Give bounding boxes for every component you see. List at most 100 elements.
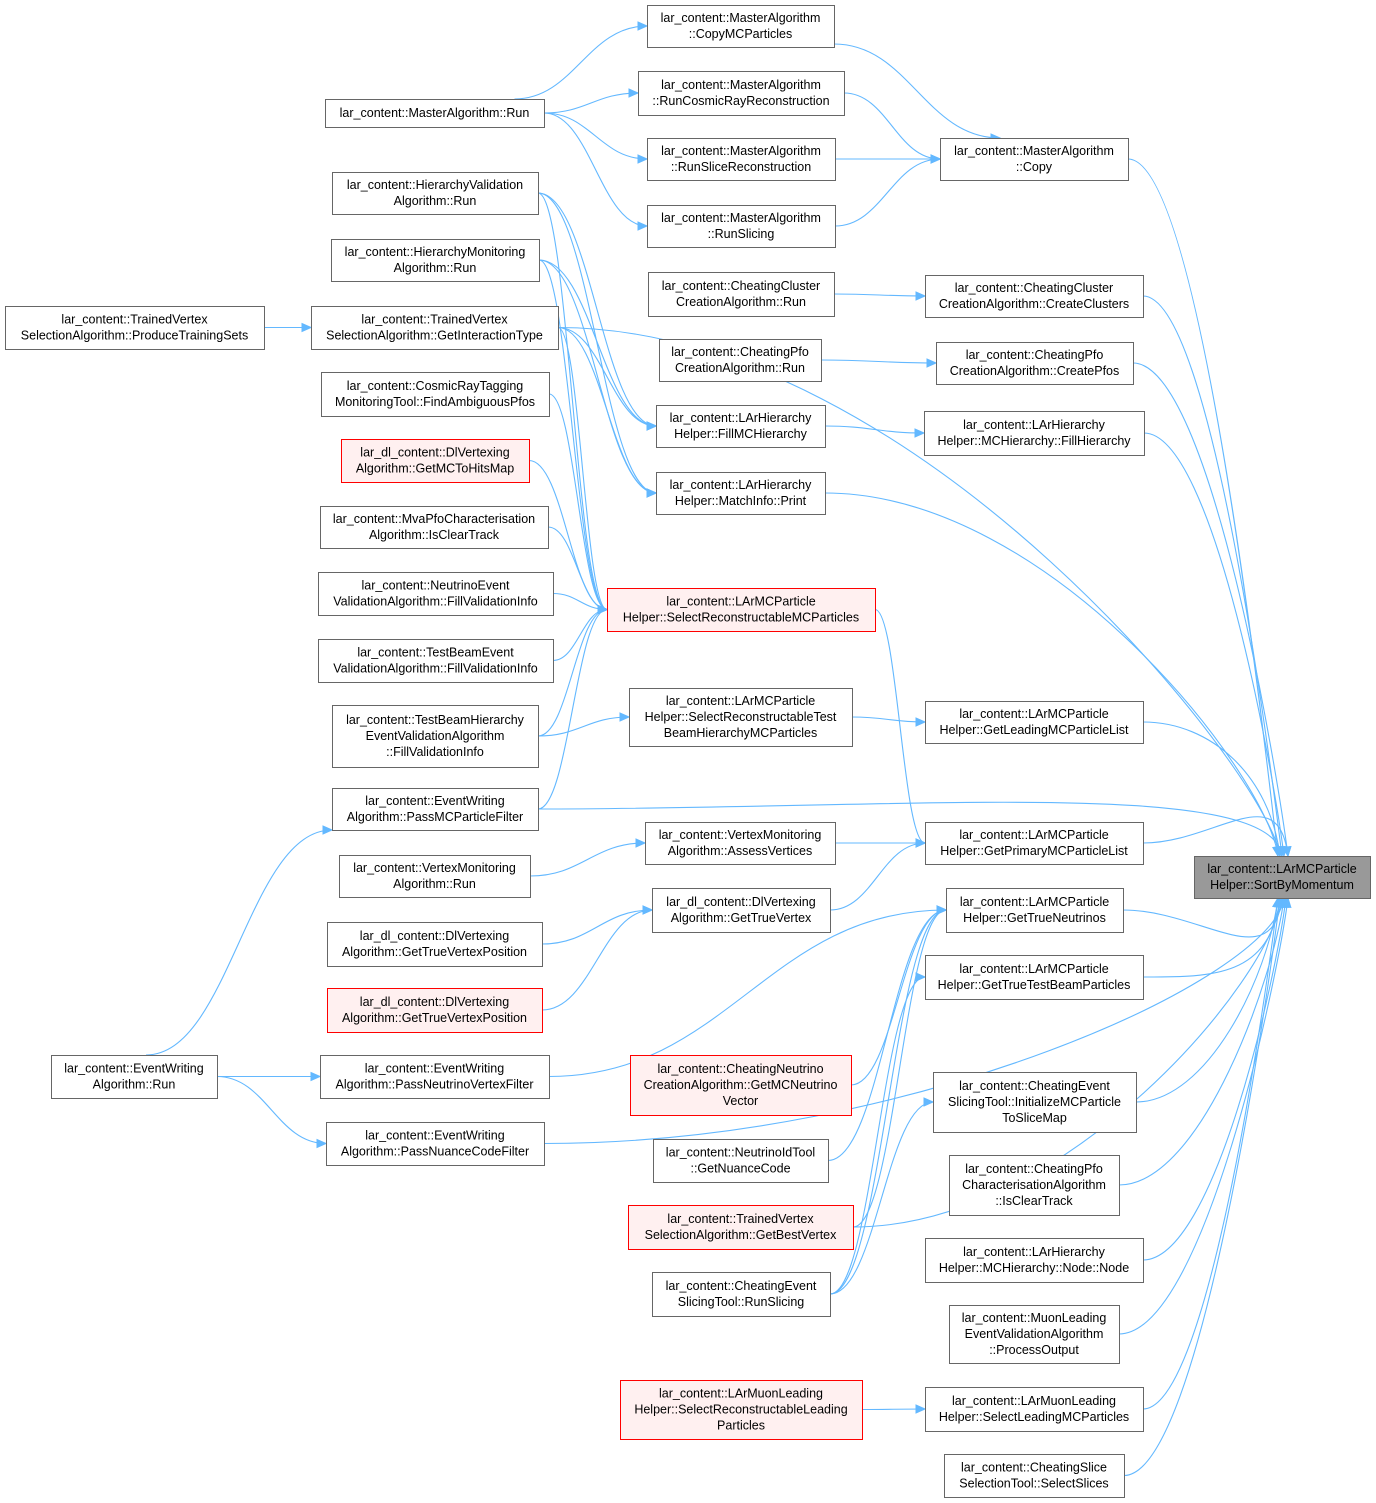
node-box [925, 1238, 1144, 1283]
node-dltvpos2[interactable]: lar_dl_content::DlVertexingAlgorithm::Ge… [327, 988, 543, 1033]
node-label-line: Algorithm::Run [393, 877, 476, 891]
node-cnget[interactable]: lar_content::CheatingNeutrinoCreationAlg… [630, 1055, 852, 1116]
node-cpclear[interactable]: lar_content::CheatingPfoCharacterisation… [949, 1155, 1120, 1216]
node-mchnode[interactable]: lar_content::LArHierarchyHelper::MCHiera… [925, 1238, 1144, 1283]
node-box [925, 701, 1144, 744]
node-label-line: lar_content::CheatingSlice [961, 1461, 1107, 1475]
node-nidget[interactable]: lar_content::NeutrinoIdTool::GetNuanceCo… [653, 1139, 829, 1183]
node-label-line: lar_content::LArMuonLeading [659, 1387, 823, 1401]
node-mrun[interactable]: lar_content::MasterAlgorithm::Run [325, 99, 545, 128]
node-runslicereco[interactable]: lar_content::MasterAlgorithm::RunSliceRe… [647, 138, 836, 181]
node-mvaclear[interactable]: lar_content::MvaPfoCharacterisationAlgor… [320, 506, 549, 549]
node-tvgetint[interactable]: lar_content::TrainedVertexSelectionAlgor… [311, 306, 559, 350]
node-fillmch[interactable]: lar_content::LArHierarchyHelper::FillMCH… [656, 405, 826, 448]
node-box [933, 1072, 1137, 1133]
node-copymcp[interactable]: lar_content::MasterAlgorithm::CopyMCPart… [647, 5, 835, 48]
node-runcosmic[interactable]: lar_content::MasterAlgorithm::RunCosmicR… [638, 71, 845, 116]
node-label-line: Algorithm::Run [93, 1078, 176, 1092]
node-selrecon[interactable]: lar_content::LArMCParticleHelper::Select… [607, 588, 876, 632]
node-label-line: lar_content::CheatingCluster [955, 281, 1113, 295]
node-ewpassmc[interactable]: lar_content::EventWritingAlgorithm::Pass… [332, 788, 539, 831]
node-tbevfill[interactable]: lar_content::TestBeamEventValidationAlgo… [318, 639, 554, 683]
arrowhead-dltvpos2-to-dlgettrue [642, 905, 654, 915]
node-dltvpos1[interactable]: lar_dl_content::DlVertexingAlgorithm::Ge… [327, 922, 543, 967]
edge-tvbest-to-target [852, 897, 1283, 1228]
edge-hvrun-to-mipint [537, 192, 657, 494]
node-nevfill[interactable]: lar_content::NeutrinoEventValidationAlgo… [318, 572, 554, 616]
arrowhead-tvgetint-to-selrecon [597, 604, 609, 615]
edge-cpcreate-to-target [1132, 362, 1289, 857]
node-dlgettrue[interactable]: lar_dl_content::DlVertexingAlgorithm::Ge… [652, 888, 831, 933]
node-getprimary[interactable]: lar_content::LArMCParticleHelper::GetPri… [925, 822, 1144, 865]
node-hmrun[interactable]: lar_content::HierarchyMonitoringAlgorith… [331, 239, 540, 282]
node-label-line: Algorithm::PassNuanceCodeFilter [341, 1145, 529, 1159]
node-cccreate[interactable]: lar_content::CheatingClusterCreationAlgo… [925, 275, 1144, 318]
node-tbhfill[interactable]: lar_content::TestBeamHierarchyEventValid… [332, 705, 539, 768]
node-ewpassnu[interactable]: lar_content::EventWritingAlgorithm::Pass… [326, 1122, 545, 1166]
node-ccrun[interactable]: lar_content::CheatingClusterCreationAlgo… [648, 272, 835, 317]
edge-mrun-to-copymcp [514, 25, 648, 100]
edge-csssel-to-target [1123, 897, 1281, 1477]
edge-hvrun-to-selrecon [537, 192, 608, 611]
node-lmlselmc[interactable]: lar_content::LArMuonLeadingHelper::Selec… [925, 1387, 1144, 1432]
arrowhead-tbhfill-to-selrecontb [619, 712, 631, 722]
node-dlgetmc[interactable]: lar_dl_content::DlVertexingAlgorithm::Ge… [341, 439, 530, 483]
node-label-line: lar_content::LArMCParticle [666, 694, 815, 708]
node-label-line: SelectionAlgorithm::GetBestVertex [645, 1228, 838, 1242]
node-cesinit[interactable]: lar_content::CheatingEventSlicingTool::I… [933, 1072, 1137, 1133]
node-cpcreate[interactable]: lar_content::CheatingPfoCreationAlgorith… [936, 342, 1134, 385]
node-label-line: lar_content::MasterAlgorithm [661, 144, 821, 158]
node-label-line: lar_content::CheatingEvent [666, 1279, 817, 1293]
node-box [652, 888, 831, 933]
node-box [647, 138, 836, 181]
node-mlproc[interactable]: lar_content::MuonLeadingEventValidationA… [949, 1305, 1120, 1364]
node-box [647, 5, 835, 48]
arrowhead-vmrun-to-vmassess [635, 838, 647, 848]
node-box [936, 342, 1134, 385]
node-mipint[interactable]: lar_content::LArHierarchyHelper::MatchIn… [656, 472, 826, 515]
node-fillhier[interactable]: lar_content::LArHierarchyHelper::MCHiera… [924, 411, 1145, 456]
node-box [318, 572, 554, 616]
node-label-line: Helper::SelectReconstructableMCParticles [623, 611, 859, 625]
node-selrecontb[interactable]: lar_content::LArMCParticleHelper::Select… [629, 688, 853, 747]
node-label-line: Algorithm::AssessVertices [668, 844, 813, 858]
edge-crtfind-to-selrecon [548, 393, 608, 611]
node-runslicing[interactable]: lar_content::MasterAlgorithm::RunSlicing [647, 205, 836, 248]
arrowhead-ewrun-to-ewpassnu [316, 1138, 328, 1149]
node-getleading[interactable]: lar_content::LArMCParticleHelper::GetLea… [925, 701, 1144, 744]
node-ewpassnv[interactable]: lar_content::EventWritingAlgorithm::Pass… [320, 1055, 550, 1099]
edge-mrun-to-runslicing [543, 112, 648, 227]
node-label-line: Algorithm::Run [394, 194, 477, 208]
node-cesrun[interactable]: lar_content::CheatingEventSlicingTool::R… [652, 1272, 831, 1317]
node-box [326, 1122, 545, 1166]
node-tvbest[interactable]: lar_content::TrainedVertexSelectionAlgor… [628, 1205, 854, 1250]
node-label-line: ::GetNuanceCode [690, 1162, 790, 1176]
node-box [924, 411, 1145, 456]
node-copy[interactable]: lar_content::MasterAlgorithm::Copy [940, 138, 1129, 181]
node-vmassess[interactable]: lar_content::VertexMonitoringAlgorithm::… [645, 822, 836, 865]
arrowhead-dlgettrue-to-getprimary [915, 838, 927, 848]
node-cprun[interactable]: lar_content::CheatingPfoCreationAlgorith… [659, 339, 822, 382]
node-label-line: lar_content::NeutrinoIdTool [666, 1146, 815, 1160]
node-target[interactable]: lar_content::LArMCParticleHelper::SortBy… [1194, 856, 1371, 899]
node-label-line: lar_content::TestBeamEvent [357, 646, 514, 660]
node-crtfind[interactable]: lar_content::CosmicRayTaggingMonitoringT… [321, 372, 550, 417]
arrowhead-cesrun-to-cesinit [923, 1097, 935, 1107]
node-csssel[interactable]: lar_content::CheatingSliceSelectionTool:… [944, 1454, 1125, 1498]
edge-tbhfill-to-selrecontb [537, 716, 630, 737]
node-box [331, 239, 540, 282]
node-label-line: ::IsClearTrack [995, 1194, 1073, 1208]
node-lmlsel[interactable]: lar_content::LArMuonLeadingHelper::Selec… [620, 1380, 863, 1440]
arrowhead-ewrun-to-ewpassmc [322, 825, 334, 835]
node-tvprod[interactable]: lar_content::TrainedVertexSelectionAlgor… [5, 306, 265, 350]
node-box [659, 339, 822, 382]
edge-cesrun-to-gettruetb [829, 976, 926, 1295]
node-gettruetb[interactable]: lar_content::LArMCParticleHelper::GetTru… [925, 955, 1144, 1000]
node-hvrun[interactable]: lar_content::HierarchyValidationAlgorith… [332, 172, 539, 215]
node-vmrun[interactable]: lar_content::VertexMonitoringAlgorithm::… [339, 855, 531, 898]
node-label-line: ::RunSlicing [708, 227, 775, 241]
node-label-line: lar_content::LArMCParticle [960, 895, 1109, 909]
node-gettrueneut[interactable]: lar_content::LArMCParticleHelper::GetTru… [946, 888, 1124, 933]
arrowhead-mlproc-to-target [1282, 896, 1292, 909]
